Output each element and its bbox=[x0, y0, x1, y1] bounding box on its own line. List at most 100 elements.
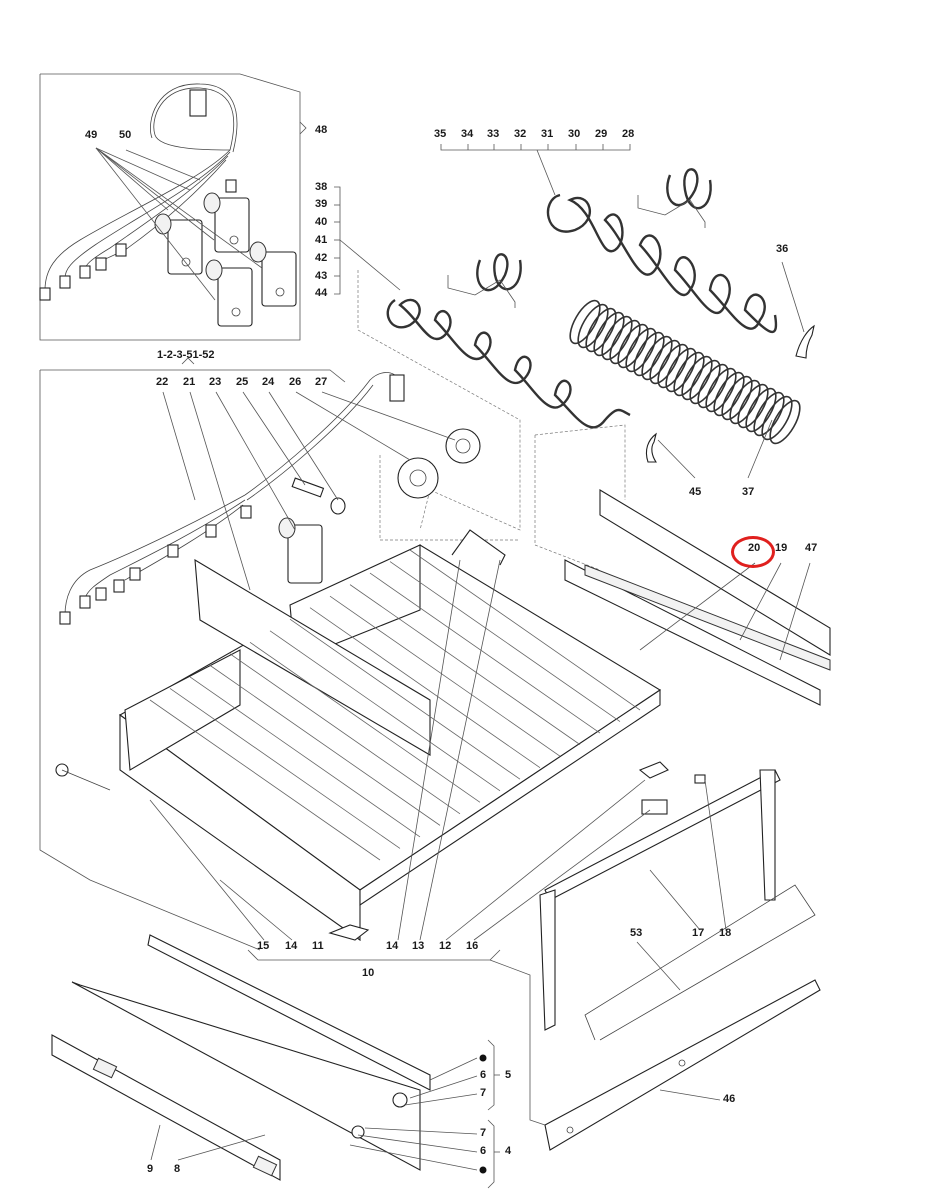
callout-31: 31 bbox=[541, 128, 554, 140]
spring-coil bbox=[601, 315, 633, 361]
callout-35: 35 bbox=[434, 128, 447, 140]
gear-icon bbox=[397, 457, 439, 499]
callout-28: 28 bbox=[622, 128, 635, 140]
assembly-label: 1-2-3-51-52 bbox=[157, 349, 215, 361]
spring-coil bbox=[713, 371, 745, 417]
callout-19: 19 bbox=[775, 542, 788, 554]
callout-7: 7 bbox=[480, 1127, 487, 1139]
callout-17: 17 bbox=[692, 927, 705, 939]
tray-slat bbox=[369, 572, 601, 734]
callout-39: 39 bbox=[315, 198, 328, 210]
callout-40: 40 bbox=[315, 216, 328, 228]
callout-12: 12 bbox=[439, 940, 452, 952]
callout-30: 30 bbox=[568, 128, 581, 140]
callout-11: 11 bbox=[312, 940, 324, 952]
spring-coil bbox=[745, 387, 777, 433]
spring-coil bbox=[737, 383, 769, 429]
callout-38: 38 bbox=[315, 181, 328, 193]
callout-22: 22 bbox=[156, 376, 169, 388]
spring-coil bbox=[609, 319, 641, 365]
callout-37: 37 bbox=[742, 486, 755, 498]
callout-41: 41 bbox=[315, 234, 328, 246]
spring-coil bbox=[585, 307, 617, 353]
callout-43: 43 bbox=[315, 270, 328, 282]
callout-8: 8 bbox=[174, 1163, 181, 1175]
connector-icon bbox=[189, 89, 207, 117]
callout-34: 34 bbox=[461, 128, 474, 140]
spring-coil bbox=[649, 339, 681, 385]
spring-coil bbox=[569, 299, 601, 345]
callout-25: 25 bbox=[236, 376, 249, 388]
callout-6: 6 bbox=[480, 1069, 487, 1081]
callout-44: 44 bbox=[315, 287, 328, 299]
callout-6: 6 bbox=[480, 1145, 487, 1157]
spring-coil bbox=[697, 363, 729, 409]
callout-9: 9 bbox=[147, 1163, 154, 1175]
tray-slat bbox=[309, 607, 541, 769]
spring-coil bbox=[689, 359, 721, 405]
callout-26: 26 bbox=[289, 376, 302, 388]
tray-slat bbox=[149, 699, 381, 861]
spring-coil bbox=[673, 351, 705, 397]
spring-coil bbox=[665, 347, 697, 393]
callout-13: 13 bbox=[412, 940, 425, 952]
spring-coil bbox=[617, 323, 649, 369]
callout-20: 20 bbox=[748, 542, 761, 554]
compression-spring bbox=[569, 299, 801, 445]
spring-coil bbox=[753, 391, 785, 437]
callout-46: 46 bbox=[723, 1093, 736, 1105]
callout-45: 45 bbox=[689, 486, 702, 498]
spring-coil bbox=[577, 303, 609, 349]
tray-slat bbox=[249, 641, 481, 803]
callout-4: 4 bbox=[505, 1145, 512, 1157]
spring-coil bbox=[729, 379, 761, 425]
callout-48: 48 bbox=[315, 124, 328, 136]
callout-53: 53 bbox=[630, 927, 643, 939]
callout-42: 42 bbox=[315, 252, 328, 264]
spring-coil bbox=[769, 399, 801, 445]
callout-32: 32 bbox=[514, 128, 527, 140]
tray-slat bbox=[189, 676, 421, 838]
spring-coil bbox=[657, 343, 689, 389]
callout-24: 24 bbox=[262, 376, 275, 388]
callout-5: 5 bbox=[505, 1069, 512, 1081]
spring-coil bbox=[593, 311, 625, 357]
spring-coil bbox=[721, 375, 753, 421]
tray-slat bbox=[229, 653, 461, 815]
callout-50: 50 bbox=[119, 129, 132, 141]
spiral-spring-large bbox=[546, 193, 778, 334]
callout-49: 49 bbox=[85, 129, 98, 141]
callout-23: 23 bbox=[209, 376, 222, 388]
spring-coil bbox=[625, 327, 657, 373]
callout-10: 10 bbox=[362, 967, 375, 979]
tray-slat bbox=[289, 618, 521, 780]
callout-27: 27 bbox=[315, 376, 328, 388]
spring-coil bbox=[761, 395, 793, 441]
callout-15: 15 bbox=[257, 940, 270, 952]
callout-36: 36 bbox=[776, 243, 789, 255]
tray-slat bbox=[269, 630, 501, 792]
callout-47: 47 bbox=[805, 542, 818, 554]
callout-21: 21 bbox=[183, 376, 196, 388]
gear-motor bbox=[203, 192, 250, 253]
callout-29: 29 bbox=[595, 128, 608, 140]
callout-18: 18 bbox=[719, 927, 732, 939]
tray-slat bbox=[169, 688, 401, 849]
callout-14: 14 bbox=[285, 940, 298, 952]
tray-assembly bbox=[118, 544, 662, 942]
motor-kit-inset bbox=[39, 73, 307, 341]
callout-14: 14 bbox=[386, 940, 399, 952]
spiral-spring-left bbox=[386, 298, 631, 429]
callout-7: 7 bbox=[480, 1087, 487, 1099]
spring-coil bbox=[633, 331, 665, 377]
tray-slat bbox=[209, 665, 441, 826]
callout-33: 33 bbox=[487, 128, 500, 140]
spring-coil bbox=[681, 355, 713, 401]
tray-slat bbox=[409, 549, 641, 711]
tray-slat bbox=[389, 561, 621, 722]
spring-coil bbox=[705, 367, 737, 413]
spring-coil bbox=[641, 335, 673, 381]
tray-slat bbox=[329, 595, 561, 757]
callout-16: 16 bbox=[466, 940, 479, 952]
